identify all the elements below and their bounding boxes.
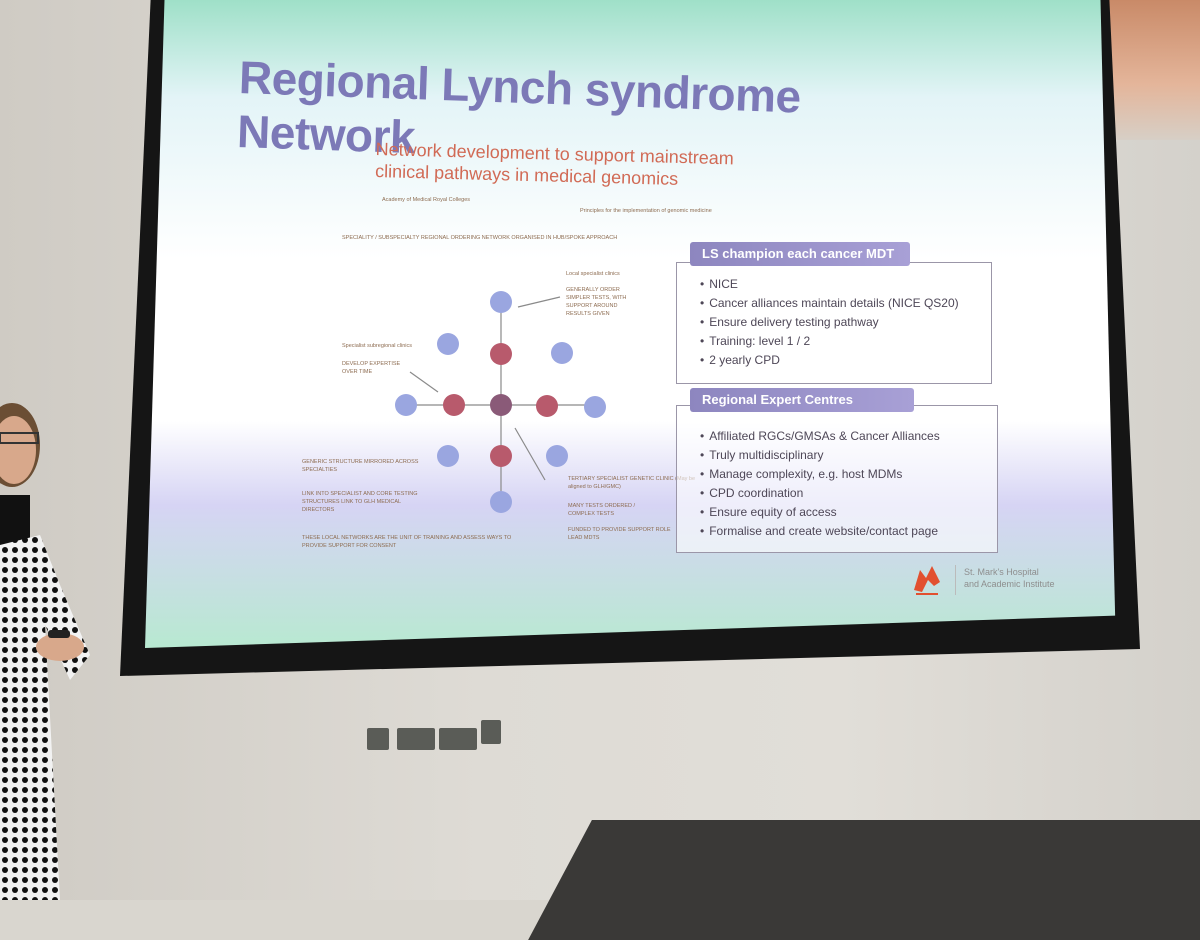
logo-text: St. Mark's Hospital and Academic Institu… — [964, 566, 1055, 590]
source-left: Academy of Medical Royal Colleges — [382, 197, 471, 203]
panel-ls-champion-item-2: Cancer alliances maintain details (NICE … — [700, 294, 958, 312]
outlet-switch-left — [367, 728, 389, 750]
panel-regional-centres-item-4: CPD coordination — [700, 484, 803, 502]
label-subregional: Specialist subregional clinics — [342, 343, 413, 349]
label-tertiary-tests: MANY TESTS ORDERED / COMPLEX TESTS — [568, 503, 636, 517]
panel-regional-centres-heading: Regional Expert Centres — [690, 388, 914, 412]
logo-line-2: and Academic Institute — [964, 579, 1055, 589]
label-local-clinics: Local specialist clinics — [566, 271, 620, 277]
label-units: THESE LOCAL NETWORKS ARE THE UNIT OF TRA… — [302, 535, 512, 549]
lion-logo-icon — [914, 566, 940, 595]
diagram-header: SPECIALITY / SUBSPECIALTY REGIONAL ORDER… — [342, 235, 618, 241]
label-local-note: GENERALLY ORDER SIMPLER TESTS, WITH SUPP… — [566, 287, 627, 317]
label-subregional-note: DEVELOP EXPERTISE OVER TIME — [342, 361, 401, 375]
logo-line-1: St. Mark's Hospital — [964, 567, 1039, 577]
panel-regional-centres-item-2: Truly multidisciplinary — [700, 446, 823, 464]
panel-regional-centres-item-5: Ensure equity of access — [700, 503, 836, 521]
panel-ls-champion-item-1: NICE — [700, 275, 738, 293]
outlet-socket-1 — [397, 728, 435, 750]
panel-ls-champion-item-3: Ensure delivery testing pathway — [700, 313, 878, 331]
panel-regional-centres-item-3: Manage complexity, e.g. host MDMs — [700, 465, 902, 483]
label-tertiary-funded: FUNDED TO PROVIDE SUPPORT ROLE LEAD MDTS — [568, 527, 671, 541]
panel-ls-champion-heading: LS champion each cancer MDT — [690, 242, 910, 266]
wall-outlets — [367, 720, 507, 750]
outlet-socket-2 — [439, 728, 477, 750]
label-link: LINK INTO SPECIALIST AND CORE TESTING ST… — [302, 491, 418, 513]
outlet-switch-right — [481, 720, 501, 744]
panel-regional-centres-item-6: Formalise and create website/contact pag… — [700, 522, 938, 540]
presenter-person — [0, 403, 90, 900]
panel-ls-champion-item-5: 2 yearly CPD — [700, 351, 780, 369]
floor — [528, 820, 1200, 940]
label-generic: GENERIC STRUCTURE MIRRORED ACROSS SPECIA… — [302, 459, 419, 473]
label-tertiary: TERTIARY SPECIALIST GENETIC CLINIC (May … — [568, 476, 696, 490]
panel-ls-champion-item-4: Training: level 1 / 2 — [700, 332, 810, 350]
panel-regional-centres-item-1: Affiliated RGCs/GMSAs & Cancer Alliances — [700, 427, 940, 445]
logo-divider — [955, 565, 956, 595]
source-right: Principles for the implementation of gen… — [580, 208, 712, 214]
